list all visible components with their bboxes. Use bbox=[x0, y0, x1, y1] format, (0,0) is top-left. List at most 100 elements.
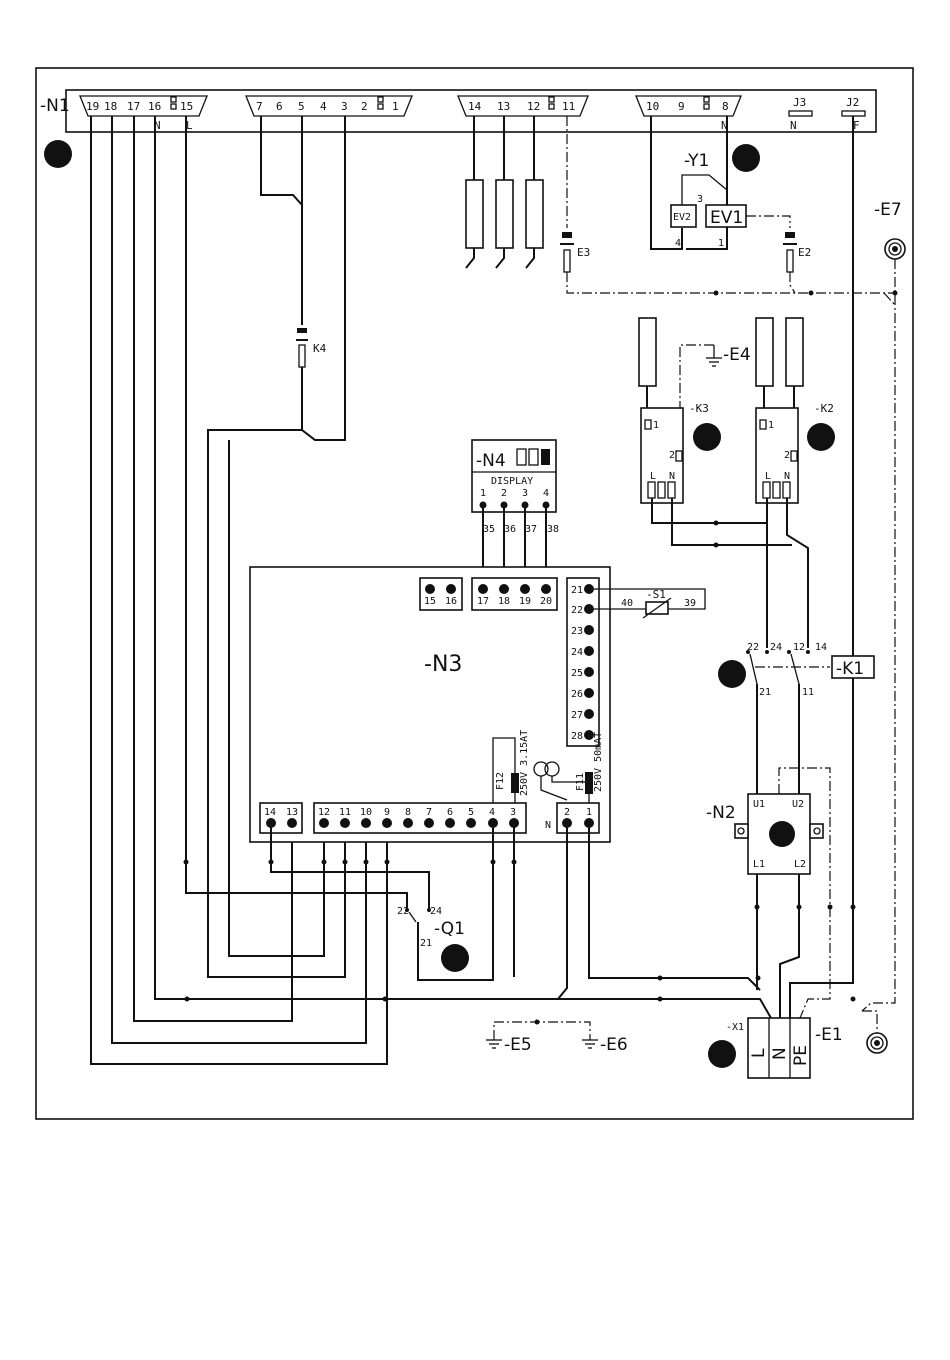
q1-c21: 21 bbox=[420, 938, 432, 949]
n3-b4: 4 bbox=[489, 807, 495, 818]
n1-pin-1: 1 bbox=[392, 100, 399, 113]
n3-t28: 28 bbox=[571, 731, 583, 742]
e3-label: E3 bbox=[577, 246, 590, 259]
n3-t21: 21 bbox=[571, 585, 583, 596]
k2-pin-2: 2 bbox=[784, 450, 790, 461]
n3-t25: 25 bbox=[571, 668, 583, 679]
n3-t27: 27 bbox=[571, 710, 583, 721]
n1-pin-8: 8 bbox=[722, 100, 729, 113]
k1-c12: 12 bbox=[793, 642, 805, 653]
x1-n: N bbox=[770, 1047, 790, 1060]
n1-sub-n2: N bbox=[721, 119, 728, 132]
board-lower-wires bbox=[183, 823, 772, 1019]
n3-t20: 20 bbox=[540, 596, 552, 607]
n2-u1: U1 bbox=[753, 799, 765, 810]
n3-label: -N3 bbox=[424, 652, 462, 677]
n3-t18: 18 bbox=[498, 596, 510, 607]
n1-pin-15: 15 bbox=[180, 100, 193, 113]
n4-pin-4: 4 bbox=[543, 488, 549, 499]
e7-label: -E7 bbox=[874, 200, 902, 220]
e5-label: -E5 bbox=[504, 1035, 532, 1055]
k3-label: -K3 bbox=[689, 402, 709, 415]
marker-n1 bbox=[44, 140, 72, 168]
n1-pin-16: 16 bbox=[148, 100, 161, 113]
n1-pin-9: 9 bbox=[678, 100, 685, 113]
k1-c21: 21 bbox=[759, 687, 771, 698]
n1-pin-17: 17 bbox=[127, 100, 140, 113]
n3-b10: 10 bbox=[360, 807, 372, 818]
k3-pin-1: 1 bbox=[653, 420, 659, 431]
n3-t26: 26 bbox=[571, 689, 583, 700]
f12-rating: 250V 3.15AT bbox=[519, 730, 530, 796]
f11-rating: 250V 50mAT bbox=[593, 732, 604, 792]
x1-terminal: -X1 L N PE bbox=[726, 1017, 811, 1079]
k3-pin-l: L bbox=[650, 471, 656, 482]
j2-sub: F bbox=[853, 119, 860, 132]
k1-c22: 22 bbox=[747, 642, 759, 653]
marker-x1 bbox=[708, 1040, 736, 1068]
n1-pin-19: 19 bbox=[86, 100, 99, 113]
e1-sensor: -E1 bbox=[815, 1010, 888, 1054]
n1-sub-n: N bbox=[154, 119, 161, 132]
e4-label: -E4 bbox=[723, 345, 751, 365]
n3-t17: 17 bbox=[477, 596, 489, 607]
n2-l2: L2 bbox=[794, 859, 806, 870]
marker-k2 bbox=[807, 423, 835, 451]
wires-n1-mid: K4 bbox=[207, 116, 346, 978]
marker-y1 bbox=[732, 144, 760, 172]
marker-q1 bbox=[441, 944, 469, 972]
wire-39: 39 bbox=[684, 598, 696, 609]
n1-pin-4: 4 bbox=[320, 100, 327, 113]
wire-38: 38 bbox=[547, 524, 559, 535]
n4-pin-1: 1 bbox=[480, 488, 486, 499]
relay-wiring bbox=[651, 498, 809, 648]
n4-pin-3: 3 bbox=[522, 488, 528, 499]
x1-label: -X1 bbox=[726, 1022, 744, 1033]
n3-b8: 8 bbox=[405, 807, 411, 818]
n1-connector: -N1 19 18 17 16 15 N L 7 6 5 4 3 2 1 14 … bbox=[40, 89, 877, 133]
n3-board: -N3 15 16 17 18 19 20 21 22 23 24 25 26 … bbox=[249, 566, 706, 843]
heating-elements: E3 bbox=[465, 116, 895, 296]
j3-label: J3 bbox=[793, 96, 806, 109]
f12-label: F12 bbox=[495, 772, 506, 790]
n3-t15: 15 bbox=[424, 596, 436, 607]
n3-b2: 2 bbox=[564, 807, 570, 818]
k3-relay: 1 2 L N -K3 bbox=[638, 317, 709, 504]
n3-b9: 9 bbox=[384, 807, 390, 818]
n1-pin-18: 18 bbox=[104, 100, 117, 113]
q1-switch: 22 24 21 -Q1 bbox=[397, 906, 465, 949]
wire-36: 36 bbox=[504, 524, 516, 535]
n1-pin-14: 14 bbox=[468, 100, 482, 113]
k1-c11: 11 bbox=[802, 687, 814, 698]
n4-display: -N4 DISPLAY 1 2 3 4 35 36 37 38 bbox=[471, 439, 559, 588]
ev1-label: EV1 bbox=[710, 208, 743, 228]
wire-35: 35 bbox=[483, 524, 495, 535]
y1-pin-4: 4 bbox=[675, 238, 681, 249]
n1-pin-11: 11 bbox=[562, 100, 575, 113]
y1-pin-1: 1 bbox=[718, 238, 724, 249]
n1-pin-7: 7 bbox=[256, 100, 263, 113]
y1-label: -Y1 bbox=[684, 151, 709, 171]
n3-b12: 12 bbox=[318, 807, 330, 818]
n4-pin-2: 2 bbox=[501, 488, 507, 499]
n2-label: -N2 bbox=[706, 803, 736, 823]
k1-c24: 24 bbox=[770, 642, 782, 653]
j3-sub: N bbox=[790, 119, 797, 132]
k3-pin-n: N bbox=[669, 471, 675, 482]
n3-t19: 19 bbox=[519, 596, 531, 607]
wire-40: 40 bbox=[621, 598, 633, 609]
n1-pin-13: 13 bbox=[497, 100, 510, 113]
n2-l1: L1 bbox=[753, 859, 765, 870]
e1-label: -E1 bbox=[815, 1025, 843, 1045]
n1-pin-6: 6 bbox=[276, 100, 283, 113]
n3-b13: 13 bbox=[286, 807, 298, 818]
n3-b14: 14 bbox=[264, 807, 276, 818]
n2-motor: -N2 U1 U2 L1 L2 bbox=[706, 767, 856, 1019]
k2-pin-l: L bbox=[765, 471, 771, 482]
n3-b5: 5 bbox=[468, 807, 474, 818]
j2-label: J2 bbox=[846, 96, 859, 109]
n3-t22: 22 bbox=[571, 605, 583, 616]
n3-n-label: N bbox=[545, 820, 551, 831]
s1-label: -S1 bbox=[646, 588, 666, 601]
q1-c22: 22 bbox=[397, 906, 409, 917]
